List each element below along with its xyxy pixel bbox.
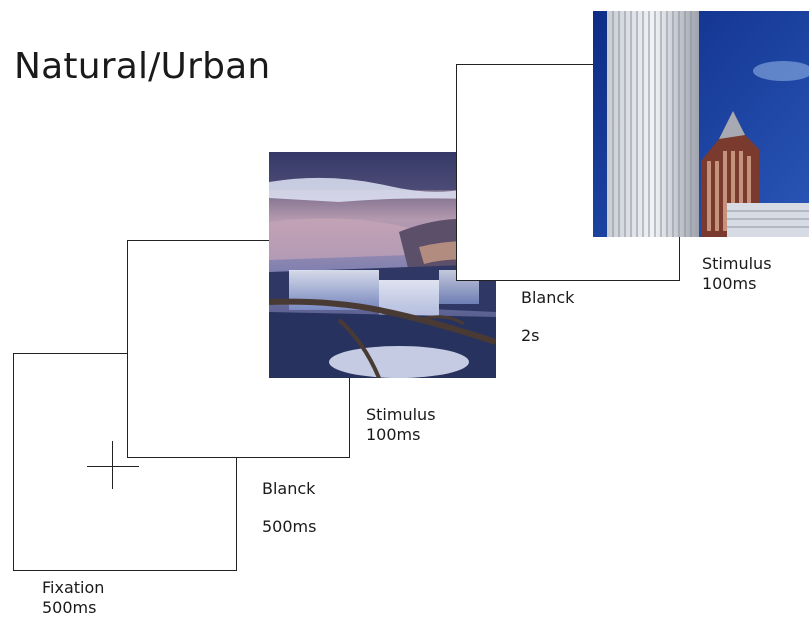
stimulus1-caption: Stimulus 100ms (366, 405, 436, 445)
blank2-caption-label: Blanck (521, 288, 575, 307)
blank1-caption-duration: 500ms (262, 517, 317, 536)
fixation-caption-duration: 500ms (42, 598, 97, 617)
stimulus2-caption-label: Stimulus (702, 254, 772, 273)
skyscraper-photo (593, 11, 809, 237)
blank1-caption-label: Blanck (262, 479, 316, 498)
stimulus2-caption-duration: 100ms (702, 274, 757, 293)
stimulus2-caption: Stimulus 100ms (702, 254, 772, 294)
stimulus1-caption-label: Stimulus (366, 405, 436, 424)
stimulus1-caption-duration: 100ms (366, 425, 421, 444)
fixation-caption: Fixation 500ms (42, 578, 104, 618)
fixation-cross-vertical (112, 441, 113, 489)
blank2-caption-duration: 2s (521, 326, 540, 345)
fixation-cross-horizontal (87, 466, 139, 467)
diagram-title: Natural/Urban (14, 46, 271, 87)
fixation-caption-label: Fixation (42, 578, 105, 597)
